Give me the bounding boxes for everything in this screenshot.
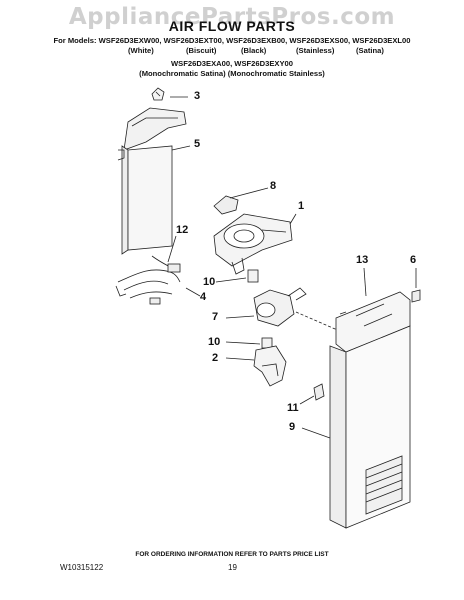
watermark: AppliancePartsPros.com [68, 4, 396, 30]
color-biscuit: (Biscuit) [186, 46, 217, 55]
callout-6: 6 [410, 254, 417, 266]
callout-2: 2 [212, 352, 219, 364]
ordering-note: FOR ORDERING INFORMATION REFER TO PARTS … [135, 551, 329, 558]
document-number: W10315122 [60, 563, 104, 572]
callout-10-lower: 10 [208, 336, 221, 348]
part-5-duct-cover [117, 107, 191, 255]
color-black: (Black) [241, 46, 267, 55]
callout-13: 13 [356, 254, 369, 266]
part-8-tab [213, 187, 269, 215]
models-line: For Models: WSF26D3EXW00, WSF26D3EXT00, … [53, 36, 411, 45]
page-number: 19 [228, 563, 237, 572]
models-line-2: WSF26D3EXA00, WSF26D3EXY00 [171, 59, 293, 68]
color-stainless: (Stainless) [296, 46, 335, 55]
part-1-fan-housing [213, 213, 297, 275]
callout-1: 1 [298, 200, 305, 212]
callout-8: 8 [270, 180, 277, 192]
callout-5: 5 [194, 138, 201, 150]
page-title: AIR FLOW PARTS [168, 18, 296, 34]
part-7-damper-motor [225, 287, 307, 327]
part-11-clip [299, 383, 325, 405]
callout-3: 3 [194, 90, 201, 102]
part-2-bracket [225, 345, 287, 387]
callout-4: 4 [200, 291, 207, 303]
color-white: (White) [128, 46, 154, 55]
callout-9: 9 [289, 421, 296, 433]
callout-12: 12 [176, 224, 189, 236]
callout-7: 7 [212, 311, 219, 323]
callout-11: 11 [287, 402, 299, 414]
part-6-screw [411, 268, 421, 303]
part-10-lower-grommet [225, 337, 273, 349]
part-10-upper-grommet [215, 269, 259, 283]
callout-10-upper: 10 [203, 276, 216, 288]
part-3-clip [151, 87, 188, 101]
color-satina: (Satina) [356, 46, 384, 55]
part-12-wire-harness [115, 235, 201, 305]
models-line-3: (Monochromatic Satina) (Monochromatic St… [139, 69, 325, 78]
part-13-9-panel [301, 267, 411, 529]
